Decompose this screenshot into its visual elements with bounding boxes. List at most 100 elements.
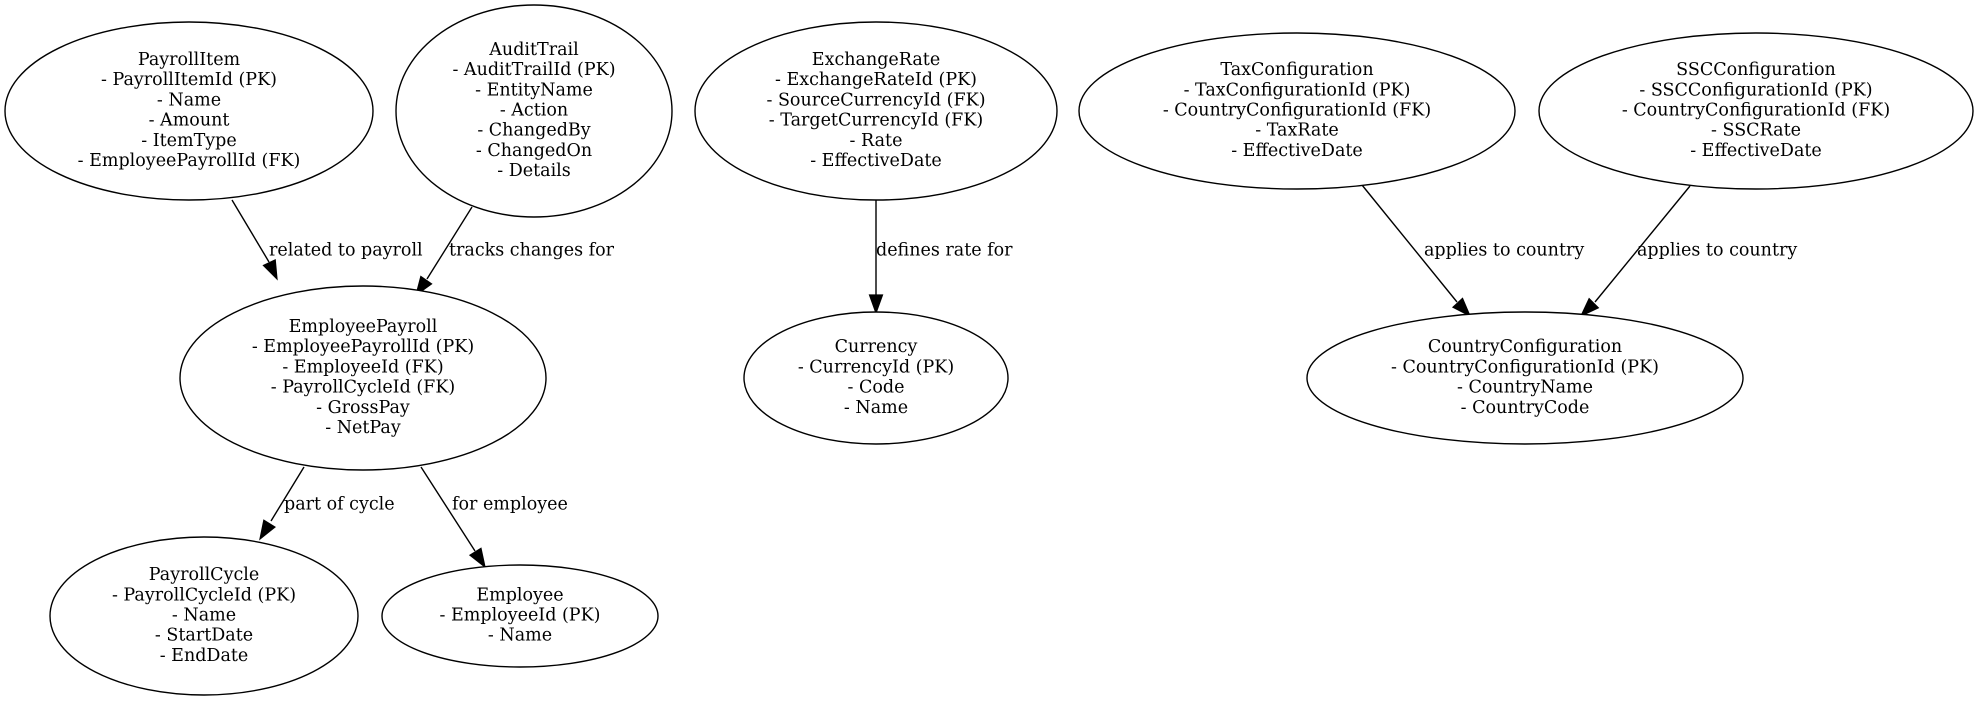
entity-title: TaxConfiguration [1220, 60, 1373, 80]
nodes-layer: PayrollItem- PayrollItemId (PK)- Name- A… [4, 4, 1974, 696]
entity-field: - ChangedBy [477, 121, 590, 141]
entity-title: EmployeePayroll [289, 317, 438, 337]
edge-label: tracks changes for [449, 241, 615, 261]
entity-field: - PayrollCycleId (PK) [112, 585, 296, 605]
relationship-edge: tracks changes for [414, 206, 615, 297]
entity-field: - PayrollCycleId (FK) [271, 378, 455, 398]
edge-line [231, 199, 270, 263]
arrow-head-icon [262, 259, 278, 281]
entity-field: - ExchangeRateId (PK) [775, 70, 977, 90]
edge-line [420, 466, 476, 552]
entity-field: - Rate [850, 131, 903, 151]
arrow-head-icon [259, 519, 276, 541]
entity-field: - CurrencyId (PK) [798, 357, 954, 377]
entity-field: - Amount [149, 111, 230, 131]
entity-title: AuditTrail [488, 40, 579, 60]
entity-field: - AuditTrailId (PK) [452, 60, 615, 80]
entity-field: - Details [497, 161, 571, 181]
entity-field: - Action [500, 101, 568, 121]
entity-field: - EmployeeId (FK) [282, 357, 443, 377]
entity-node-payroll-item: PayrollItem- PayrollItemId (PK)- Name- A… [4, 21, 374, 201]
edge-label: defines rate for [876, 241, 1013, 261]
relationship-edge: part of cycle [259, 466, 395, 541]
entity-title: ExchangeRate [812, 50, 940, 70]
entity-title: PayrollCycle [149, 565, 259, 585]
entity-ellipse [1306, 311, 1744, 445]
entity-field: - Code [848, 378, 905, 398]
entity-field: - EffectiveDate [1690, 141, 1822, 161]
edge-line [426, 206, 473, 280]
entity-node-employee: Employee- EmployeeId (PK)- Name [381, 564, 659, 668]
entity-node-country-configuration: CountryConfiguration- CountryConfigurati… [1306, 311, 1744, 445]
entity-field: - EndDate [160, 646, 249, 666]
entity-title: SSCConfiguration [1676, 60, 1836, 80]
entity-field: - CountryName [1457, 378, 1593, 398]
entity-field: - Name [157, 90, 221, 110]
entity-node-currency: Currency- CurrencyId (PK)- Code- Name [743, 311, 1009, 445]
arrow-head-icon [1451, 297, 1472, 318]
entity-field: - EffectiveDate [1231, 141, 1363, 161]
entity-title: Currency [835, 337, 918, 357]
entity-title: PayrollItem [138, 50, 241, 70]
relationship-edge: related to payroll [231, 199, 423, 281]
entity-field: - EffectiveDate [810, 151, 942, 171]
relationship-edge: applies to country [1361, 184, 1584, 318]
entity-node-tax-configuration: TaxConfiguration- TaxConfigurationId (PK… [1078, 32, 1516, 190]
entity-field: - PayrollItemId (PK) [101, 70, 277, 90]
relationship-edge: defines rate for [868, 200, 1013, 315]
entity-field: - EmployeePayrollId (PK) [252, 337, 474, 357]
edge-line [1361, 184, 1458, 303]
edges-layer: related to payroll tracks changes for defi… [231, 184, 1797, 569]
entity-field: - GrossPay [316, 398, 410, 418]
entity-field: - EntityName [475, 80, 593, 100]
arrow-head-icon [868, 294, 884, 315]
entity-field: - Name [844, 398, 908, 418]
entity-ellipse [179, 285, 547, 471]
entity-field: - TaxRate [1255, 121, 1339, 141]
entity-node-payroll-cycle: PayrollCycle- PayrollCycleId (PK)- Name-… [49, 536, 359, 696]
edge-label: applies to country [1637, 241, 1797, 261]
edge-line [270, 466, 305, 522]
entity-field: - SourceCurrencyId (FK) [766, 90, 985, 110]
relationship-edge: for employee [420, 466, 568, 569]
relationship-edge: applies to country [1579, 185, 1797, 318]
entity-node-ssc-configuration: SSCConfiguration- SSCConfigurationId (PK… [1538, 32, 1974, 190]
entity-ellipse [694, 21, 1058, 201]
edge-label: part of cycle [284, 495, 395, 515]
entity-ellipse [381, 564, 659, 668]
edge-label: for employee [452, 495, 568, 515]
entity-ellipse [1078, 32, 1516, 190]
entity-field: - CountryConfigurationId (PK) [1391, 357, 1659, 377]
entity-field: - CountryCode [1461, 398, 1590, 418]
entity-ellipse [4, 21, 374, 201]
entity-field: - NetPay [325, 418, 401, 438]
entity-field: - ItemType [141, 131, 237, 151]
entity-field: - SSCRate [1711, 121, 1801, 141]
entity-field: - Name [172, 606, 236, 626]
arrow-head-icon [1579, 297, 1600, 318]
entity-field: - Name [488, 626, 552, 646]
entity-ellipse [395, 4, 673, 218]
entity-field: - EmployeeId (PK) [440, 606, 601, 626]
entity-node-employee-payroll: EmployeePayroll- EmployeePayrollId (PK)-… [179, 285, 547, 471]
entity-field: - CountryConfigurationId (FK) [1163, 101, 1431, 121]
entity-field: - TaxConfigurationId (PK) [1184, 80, 1411, 100]
entity-ellipse [743, 311, 1009, 445]
entity-node-audit-trail: AuditTrail- AuditTrailId (PK)- EntityNam… [395, 4, 673, 218]
edge-label: applies to country [1424, 241, 1584, 261]
entity-field: - TargetCurrencyId (FK) [769, 111, 983, 131]
arrow-head-icon [468, 547, 486, 569]
edge-label: related to payroll [269, 241, 423, 261]
entity-field: - SSCConfigurationId (PK) [1639, 80, 1872, 100]
entity-ellipse [1538, 32, 1974, 190]
edge-line [1594, 185, 1691, 303]
entity-title: Employee [476, 585, 563, 605]
entity-node-exchange-rate: ExchangeRate- ExchangeRateId (PK)- Sourc… [694, 21, 1058, 201]
entity-field: - StartDate [155, 626, 253, 646]
entity-title: CountryConfiguration [1428, 337, 1622, 357]
entity-field: - EmployeePayrollId (FK) [78, 151, 301, 171]
entity-field: - CountryConfigurationId (FK) [1622, 101, 1890, 121]
entity-ellipse [49, 536, 359, 696]
entity-field: - ChangedOn [476, 141, 592, 161]
